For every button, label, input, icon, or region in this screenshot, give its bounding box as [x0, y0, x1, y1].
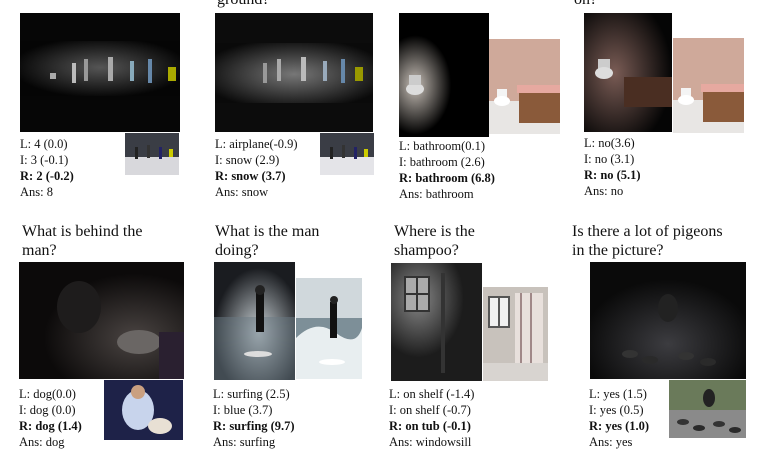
answer-i: I: on shelf (-0.7)	[389, 403, 471, 417]
answer-i: I: no (3.1)	[584, 152, 635, 166]
question-8: Is there a lot of pigeons in the picture…	[572, 223, 723, 259]
original-image-3	[489, 39, 560, 134]
attention-map-image-2	[215, 13, 373, 132]
answer-r: R: surfing (9.7)	[213, 419, 295, 433]
answer-r: R: no (5.1)	[584, 168, 641, 182]
question-6: What is the man doing?	[215, 223, 320, 259]
answers-6: L: surfing (2.5) I: blue (3.7) R: surfin…	[213, 386, 295, 450]
answer-i: I: dog (0.0)	[19, 403, 76, 417]
answer-i: I: blue (3.7)	[213, 403, 273, 417]
answer-gt: Ans: dog	[19, 435, 65, 449]
original-image-4	[673, 38, 744, 133]
answers-4: L: no(3.6) I: no (3.1) R: no (5.1) Ans: …	[584, 135, 641, 199]
answer-l: L: on shelf (-1.4)	[389, 387, 475, 401]
question-5: What is behind the man?	[22, 223, 143, 259]
answers-3: L: bathroom(0.1) I: bathroom (2.6) R: ba…	[399, 138, 495, 202]
answer-gt: Ans: yes	[589, 435, 633, 449]
answer-r: R: yes (1.0)	[589, 419, 650, 433]
original-image-6	[296, 278, 362, 379]
answer-gt: Ans: snow	[215, 185, 269, 199]
attention-map-image-7	[391, 263, 482, 381]
answer-gt: Ans: 8	[20, 185, 53, 199]
answers-8: L: yes (1.5) I: yes (0.5) R: yes (1.0) A…	[589, 386, 649, 450]
answer-i: I: bathroom (2.6)	[399, 155, 485, 169]
answer-i: I: 3 (-0.1)	[20, 153, 69, 167]
answer-r: R: dog (1.4)	[19, 419, 82, 433]
attention-map-image-1	[20, 13, 180, 132]
answer-l: L: 4 (0.0)	[20, 137, 68, 151]
answer-r: R: bathroom (6.8)	[399, 171, 495, 185]
answer-gt: Ans: surfing	[213, 435, 276, 449]
answers-2: L: airplane(-0.9) I: snow (2.9) R: snow …	[215, 136, 298, 200]
answers-7: L: on shelf (-1.4) I: on shelf (-0.7) R:…	[389, 386, 474, 450]
question-7: Where is the shampoo?	[394, 223, 475, 259]
question-2-tail: ground?	[217, 0, 269, 9]
answer-l: L: bathroom(0.1)	[399, 139, 486, 153]
answer-l: L: yes (1.5)	[589, 387, 647, 401]
original-image-1	[125, 133, 179, 175]
answer-l: L: airplane(-0.9)	[215, 137, 298, 151]
attention-map-image-6	[214, 262, 295, 380]
answer-i: I: yes (0.5)	[589, 403, 644, 417]
answer-i: I: snow (2.9)	[215, 153, 280, 167]
original-image-2	[320, 133, 374, 175]
answer-r: R: snow (3.7)	[215, 169, 286, 183]
answers-1: L: 4 (0.0) I: 3 (-0.1) R: 2 (-0.2) Ans: …	[20, 136, 74, 200]
answer-gt: Ans: no	[584, 184, 624, 198]
original-image-8	[669, 380, 746, 438]
answer-gt: Ans: windowsill	[389, 435, 472, 449]
answer-gt: Ans: bathroom	[399, 187, 474, 201]
attention-map-image-3	[399, 13, 489, 137]
answer-r: R: 2 (-0.2)	[20, 169, 74, 183]
original-image-7	[483, 287, 548, 381]
attention-map-image-5	[19, 262, 184, 379]
answer-r: R: on tub (-0.1)	[389, 419, 471, 433]
attention-map-image-4	[584, 13, 672, 132]
answer-l: L: no(3.6)	[584, 136, 635, 150]
answers-5: L: dog(0.0) I: dog (0.0) R: dog (1.4) An…	[19, 386, 82, 450]
original-image-5	[104, 380, 183, 440]
attention-map-image-8	[590, 262, 746, 379]
answer-l: L: surfing (2.5)	[213, 387, 290, 401]
question-4-tail: on?	[574, 0, 597, 9]
answer-l: L: dog(0.0)	[19, 387, 76, 401]
